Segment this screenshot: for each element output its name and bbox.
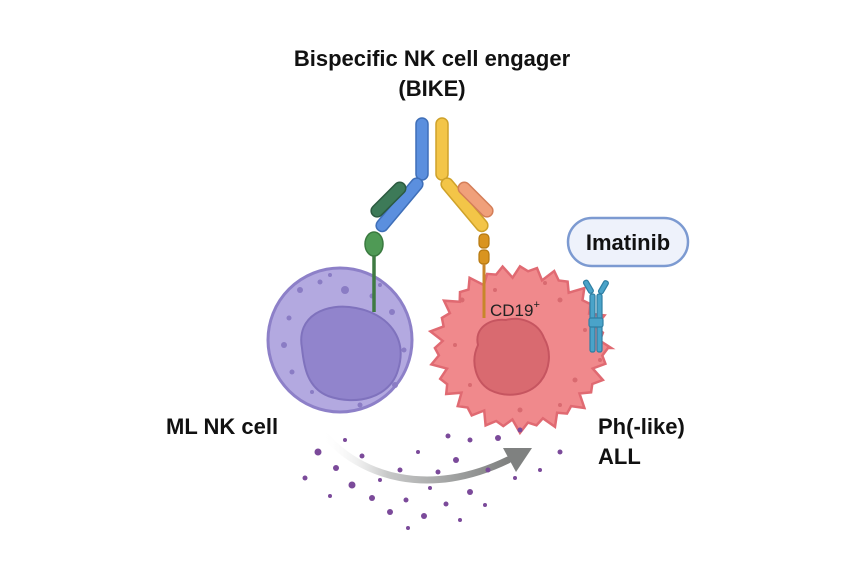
nk-cell-granules	[281, 273, 407, 408]
nk-cell-nucleus	[300, 305, 402, 402]
imatinib-label: Imatinib	[586, 230, 670, 255]
diagram-title-line1: Bispecific NK cell engager	[294, 46, 571, 71]
diagram-title-line2: (BIKE)	[398, 76, 465, 101]
all-cell-granules	[453, 281, 602, 413]
all-cell-nucleus	[473, 317, 550, 396]
all-cell	[427, 264, 616, 436]
antibody-heavy-chain-left	[415, 117, 429, 181]
antibody-light-chain-left	[370, 181, 407, 218]
antibody-heavy-chain-right	[435, 117, 449, 181]
cd19-receptor	[478, 233, 490, 318]
cytotoxic-arrow	[318, 428, 532, 484]
imatinib-target-receptor	[582, 279, 609, 353]
bike-antibody	[370, 117, 494, 233]
cd19-label: CD19+	[490, 299, 540, 320]
nk-cell-label: ML NK cell	[166, 414, 278, 439]
antibody-light-chain-right	[457, 181, 494, 218]
imatinib-badge: Imatinib	[566, 216, 690, 268]
all-cell-label-line1: Ph(-like)	[598, 414, 685, 439]
nk-cell	[266, 266, 414, 414]
cytotoxic-granules	[302, 427, 563, 530]
nk-receptor	[364, 231, 384, 312]
all-cell-label-line2: ALL	[598, 444, 641, 469]
